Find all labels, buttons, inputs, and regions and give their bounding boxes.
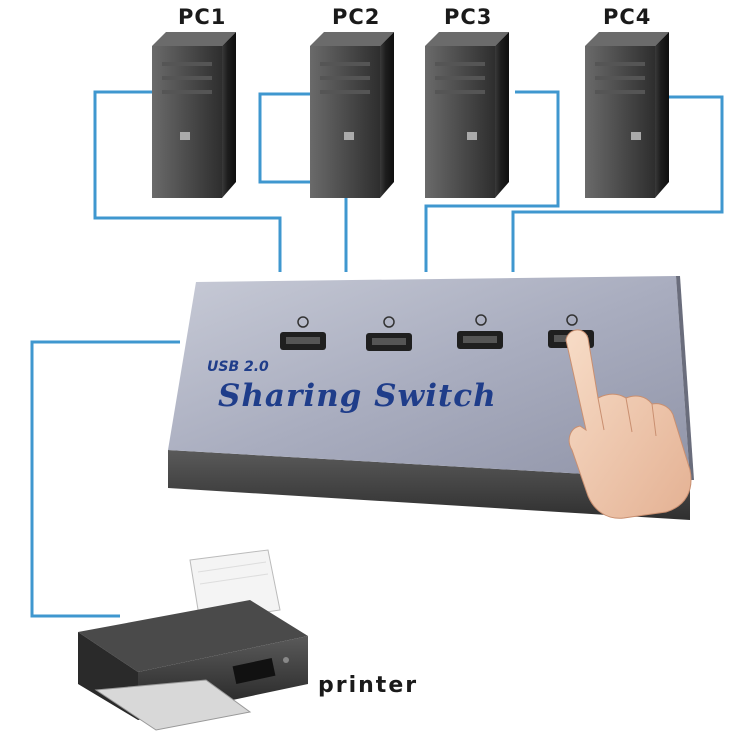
cable-pc1	[93, 90, 282, 272]
switch-front-face	[168, 450, 690, 520]
sharing-switch-device: USB 2.0 Sharing Switch	[168, 276, 694, 520]
cable-printer	[30, 340, 180, 618]
switch-top-face	[168, 276, 690, 480]
pc-label-1: PC1	[178, 5, 226, 29]
pc-label-2: PC2	[332, 5, 380, 29]
pointing-hand-icon	[565, 329, 692, 519]
cable-pc4	[511, 95, 724, 272]
pc-tower-1	[152, 32, 236, 198]
cables	[30, 90, 724, 618]
pc-label-4: PC4	[603, 5, 651, 29]
pc-tower-4	[585, 32, 669, 198]
printer-label: printer	[318, 673, 418, 698]
cable-pc2	[258, 92, 348, 272]
switch-title: Sharing Switch	[218, 378, 497, 414]
pc-label-3: PC3	[444, 5, 492, 29]
pc-tower-3	[425, 32, 509, 198]
pc-tower-2	[310, 32, 394, 198]
cable-pc3	[424, 90, 560, 272]
usb-port-3[interactable]	[457, 314, 503, 349]
usb-version-label: USB 2.0	[207, 359, 269, 375]
usb-port-1[interactable]	[280, 316, 326, 350]
inkjet-printer-icon	[78, 549, 308, 731]
usb-port-2[interactable]	[366, 316, 412, 351]
